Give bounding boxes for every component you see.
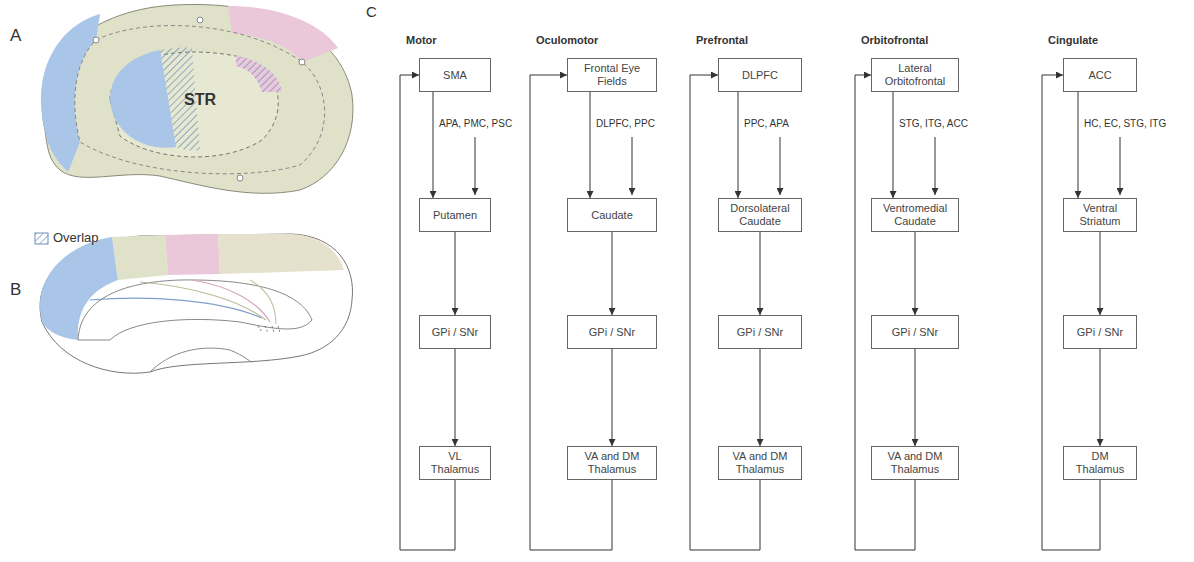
fiber-line bbox=[90, 298, 262, 318]
pathway-arrow bbox=[590, 92, 591, 198]
parietal-region bbox=[218, 234, 344, 274]
parietal-region bbox=[228, 6, 338, 62]
afferent-label: PPC, APA bbox=[744, 118, 789, 130]
fiber-line bbox=[140, 282, 266, 320]
overlap-hatch bbox=[236, 56, 282, 92]
cortex-box: SMA bbox=[419, 58, 491, 92]
box-text: GPi / SNr bbox=[432, 326, 478, 339]
frontal-region bbox=[40, 237, 118, 340]
striatum-box: Putamen bbox=[419, 198, 491, 232]
pathway-arrow bbox=[760, 349, 761, 446]
box-text: VL Thalamus bbox=[425, 450, 485, 476]
box-text: VA and DM Thalamus bbox=[573, 450, 651, 476]
column-title: Cingulate bbox=[1048, 34, 1098, 47]
legend-text: Overlap bbox=[53, 230, 99, 245]
fiber-line bbox=[250, 280, 276, 324]
pallidum-box: GPi / SNr bbox=[567, 315, 657, 349]
afferent-label: DLPFC, PPC bbox=[596, 118, 655, 130]
cortex-box: DLPFC bbox=[718, 58, 802, 92]
thalamus-box: VL Thalamus bbox=[419, 446, 491, 480]
striatum-box: Ventral Striatum bbox=[1063, 198, 1137, 232]
box-text: SMA bbox=[443, 69, 467, 82]
fiber-line bbox=[192, 280, 270, 322]
afferent-arrow bbox=[780, 137, 781, 195]
column-title: Motor bbox=[406, 34, 437, 47]
brainstem-outline bbox=[150, 348, 252, 372]
box-text: Ventromedial Caudate bbox=[877, 202, 953, 228]
callosal-arch bbox=[78, 280, 312, 340]
pathway-arrow bbox=[760, 232, 761, 315]
thalamus-box: VA and DM Thalamus bbox=[567, 446, 657, 480]
cortex-box: ACC bbox=[1063, 58, 1137, 92]
thalamus-box: DM Thalamus bbox=[1063, 446, 1137, 480]
pallidum-box: GPi / SNr bbox=[1063, 315, 1137, 349]
box-text: Ventral Striatum bbox=[1069, 202, 1131, 228]
afferent-label: HC, EC, STG, ITG bbox=[1084, 118, 1166, 130]
box-text: GPi / SNr bbox=[892, 326, 938, 339]
box-text: GPi / SNr bbox=[737, 326, 783, 339]
sulcus-mark bbox=[93, 37, 99, 43]
box-text: Putamen bbox=[433, 209, 477, 222]
box-text: Frontal Eye Fields bbox=[573, 62, 651, 88]
box-text: DM Thalamus bbox=[1069, 450, 1131, 476]
afferent-arrow bbox=[1120, 137, 1121, 195]
sulcus-mark bbox=[299, 59, 305, 65]
fiber-ends bbox=[258, 326, 280, 333]
pathway-arrow bbox=[1100, 349, 1101, 446]
afferent-arrow bbox=[475, 137, 476, 195]
box-text: GPi / SNr bbox=[589, 326, 635, 339]
box-text: ACC bbox=[1088, 69, 1111, 82]
frontal-region bbox=[41, 14, 100, 172]
pathway-arrow bbox=[455, 349, 456, 446]
pathway-arrow bbox=[915, 232, 916, 315]
legend-swatch bbox=[35, 233, 48, 244]
box-text: DLPFC bbox=[742, 69, 778, 82]
premotor-region bbox=[112, 235, 168, 280]
cortex-box: Lateral Orbitofrontal bbox=[871, 58, 959, 92]
afferent-label: STG, ITG, ACC bbox=[899, 118, 968, 130]
column-title: Orbitofrontal bbox=[861, 34, 928, 47]
box-text: VA and DM Thalamus bbox=[877, 450, 953, 476]
legend-entry: Overlap bbox=[53, 230, 99, 246]
afferent-arrow bbox=[632, 137, 633, 195]
striatum-box: Ventromedial Caudate bbox=[871, 198, 959, 232]
pathway-arrow bbox=[738, 92, 739, 198]
striatum-box: Dorsolateral Caudate bbox=[718, 198, 802, 232]
pathway-arrow bbox=[612, 349, 613, 446]
striatum-parietal-part bbox=[236, 56, 282, 92]
afferent-arrow bbox=[935, 137, 936, 195]
panel-letter: A bbox=[10, 26, 21, 46]
pathway-arrow bbox=[893, 92, 894, 198]
pathway-arrow bbox=[1078, 92, 1079, 198]
pallidum-box: GPi / SNr bbox=[871, 315, 959, 349]
pallidum-box: GPi / SNr bbox=[718, 315, 802, 349]
box-text: GPi / SNr bbox=[1077, 326, 1123, 339]
pathway-arrow bbox=[455, 232, 456, 315]
box-text: Dorsolateral Caudate bbox=[724, 202, 796, 228]
column-title: Prefrontal bbox=[696, 34, 748, 47]
striatum-box: Caudate bbox=[567, 198, 657, 232]
box-text: Lateral Orbitofrontal bbox=[877, 62, 953, 88]
pathway-arrow bbox=[915, 349, 916, 446]
box-text: VA and DM Thalamus bbox=[724, 450, 796, 476]
pathway-arrow bbox=[433, 92, 434, 198]
pathway-arrow bbox=[1100, 232, 1101, 315]
pallidum-box: GPi / SNr bbox=[419, 315, 491, 349]
sulcus-mark bbox=[237, 175, 243, 181]
thalamus-box: VA and DM Thalamus bbox=[871, 446, 959, 480]
cortex-box: Frontal Eye Fields bbox=[567, 58, 657, 92]
sulcus-mark bbox=[197, 17, 203, 23]
afferent-label: APA, PMC, PSC bbox=[439, 118, 512, 130]
pathway-arrow bbox=[612, 232, 613, 315]
region-label: STR bbox=[184, 90, 216, 109]
thalamus-box: VA and DM Thalamus bbox=[718, 446, 802, 480]
box-text: Caudate bbox=[591, 209, 633, 222]
motor-region bbox=[165, 234, 220, 275]
brain-outline bbox=[40, 234, 352, 373]
cortex-inner-border bbox=[75, 26, 325, 174]
column-title: Oculomotor bbox=[536, 34, 598, 47]
panel-letter: C bbox=[366, 3, 377, 21]
panel-letter: B bbox=[10, 280, 21, 300]
